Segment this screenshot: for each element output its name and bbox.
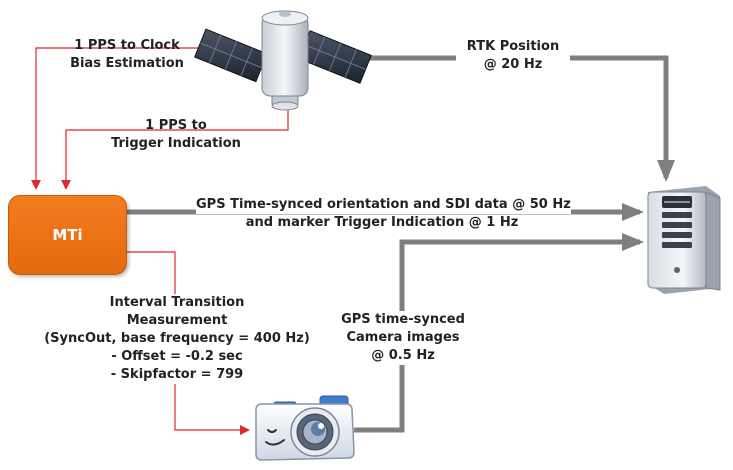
interval-transition-label: Interval Transition Measurement (SyncOut… <box>42 294 312 384</box>
pps-trigger-line <box>61 105 289 190</box>
interval-label-line-4: - Offset = -0.2 sec <box>111 349 243 364</box>
gps-orientation-label-line-1: GPS Time-synced orientation and SDI data… <box>196 196 571 214</box>
camera-images-label-line-3: @ 0.5 Hz <box>371 348 435 363</box>
camera-images-label: GPS time-synced Camera images @ 0.5 Hz <box>336 311 470 365</box>
gps-orientation-label-line-2: and marker Trigger Indication @ 1 Hz <box>245 215 519 230</box>
pps-trigger-label-line-1: 1 PPS to <box>145 118 207 133</box>
pps-clock-label: 1 PPS to Clock Bias Estimation <box>66 37 188 73</box>
camera-images-label-line-2: Camera images <box>346 330 460 345</box>
camera-icon <box>255 395 355 461</box>
rtk-position-line <box>342 55 675 182</box>
rtk-position-label-line-1: RTK Position <box>466 39 560 54</box>
interval-label-line-5: - Skipfactor = 799 <box>110 367 244 382</box>
rtk-position-label: RTK Position @ 20 Hz <box>456 38 570 74</box>
mti-label: MTi <box>52 226 83 244</box>
mti-node: MTi <box>8 195 127 275</box>
pps-trigger-label-line-2: Trigger Indication <box>111 136 241 151</box>
interval-label-line-1: Interval Transition <box>109 295 245 310</box>
gps-orientation-label: GPS Time-synced orientation and SDI data… <box>196 196 571 232</box>
pps-clock-label-line-2: Bias Estimation <box>70 56 184 71</box>
camera-images-label-line-1: GPS time-synced <box>341 312 465 327</box>
pps-clock-line <box>31 47 206 190</box>
interval-label-line-2: Measurement <box>126 313 228 328</box>
pps-clock-label-line-1: 1 PPS to Clock <box>74 38 180 53</box>
interval-label-line-3: (SyncOut, base frequency = 400 Hz) <box>44 331 310 346</box>
satellite-icon <box>194 10 372 111</box>
pps-trigger-label: 1 PPS to Trigger Indication <box>104 117 248 153</box>
server-computer-icon <box>647 186 721 294</box>
rtk-position-label-line-2: @ 20 Hz <box>483 57 543 72</box>
